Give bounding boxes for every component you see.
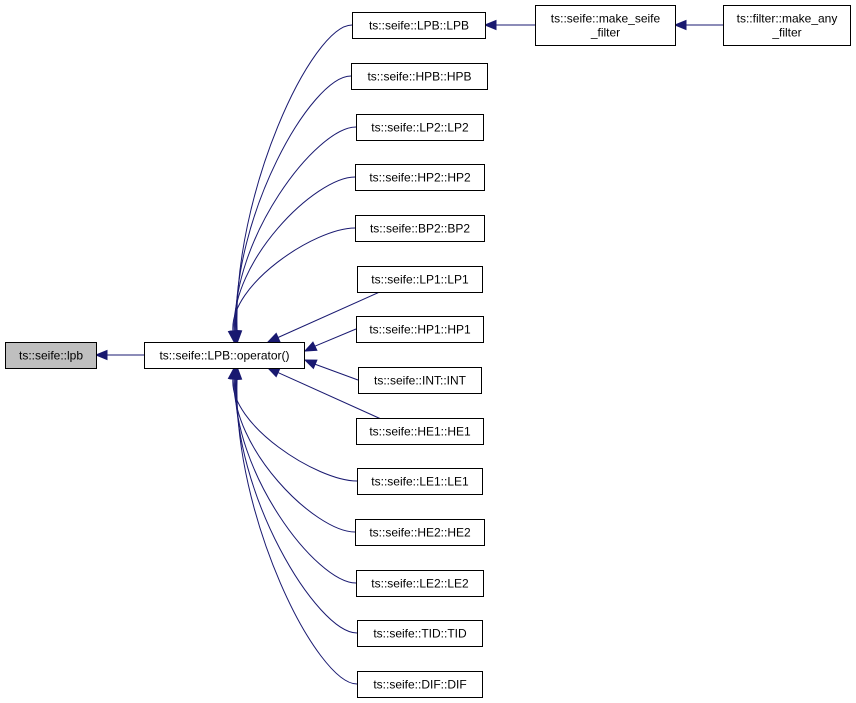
edge-hp2-to-lpb_op <box>228 176 356 344</box>
edge-arrowhead <box>303 359 318 370</box>
node-label: _filter <box>590 26 620 40</box>
node-label: ts::seife::LP1::LP1 <box>371 273 469 287</box>
node-box <box>357 266 483 293</box>
node-box <box>357 468 483 495</box>
node-label: ts::filter::make_any <box>737 12 838 26</box>
node-box <box>351 63 488 90</box>
node-make_any[interactable]: ts::filter::make_any_filter <box>723 5 851 46</box>
node-box <box>144 342 305 369</box>
node-he1[interactable]: ts::seife::HE1::HE1 <box>356 418 484 445</box>
node-label: _filter <box>771 26 801 40</box>
node-label: ts::seife::LPB::LPB <box>369 19 469 33</box>
node-lpb_op[interactable]: ts::seife::LPB::operator() <box>144 342 305 369</box>
edge-arrowhead <box>94 349 108 361</box>
node-box <box>355 519 485 546</box>
node-lpb[interactable]: ts::seife::lpb <box>5 342 97 369</box>
node-box <box>355 164 485 191</box>
edge-line <box>314 328 357 347</box>
edge-lp2-to-lpb_op <box>229 126 357 344</box>
edge-line <box>233 378 356 533</box>
node-hp2[interactable]: ts::seife::HP2::HP2 <box>355 164 485 191</box>
node-hpb[interactable]: ts::seife::HPB::HPB <box>351 63 488 90</box>
node-box <box>356 418 484 445</box>
edge-line <box>277 372 382 420</box>
node-le1[interactable]: ts::seife::LE1::LE1 <box>357 468 483 495</box>
edge-line <box>314 363 359 381</box>
edge-bp2-to-lpb_op <box>227 227 356 344</box>
edge-line <box>236 378 358 685</box>
node-label: ts::seife::make_seife <box>551 12 661 26</box>
edges-layer <box>94 19 723 685</box>
node-label: ts::seife::HP2::HP2 <box>369 171 471 185</box>
edge-line <box>234 378 357 584</box>
edge-hpb-to-lpb_op <box>230 75 352 344</box>
edge-dif-to-lpb_op <box>231 366 358 685</box>
node-box <box>5 342 97 369</box>
node-box <box>357 671 483 698</box>
node-lpb_ctor[interactable]: ts::seife::LPB::LPB <box>352 12 486 39</box>
edge-line <box>235 75 352 332</box>
node-label: ts::seife::LE2::LE2 <box>371 577 469 591</box>
node-box <box>356 114 484 141</box>
node-tid[interactable]: ts::seife::TID::TID <box>357 620 483 647</box>
edge-line <box>233 176 356 332</box>
node-box <box>356 570 484 597</box>
node-label: ts::seife::LPB::operator() <box>159 349 289 363</box>
node-box <box>723 5 851 46</box>
edge-lpb_op-to-lpb <box>94 349 144 361</box>
edge-le1-to-lpb_op <box>227 366 358 482</box>
node-box <box>356 316 484 343</box>
node-label: ts::seife::DIF::DIF <box>373 678 466 692</box>
edge-make_any-to-make_seife <box>673 19 723 31</box>
edge-arrowhead <box>483 19 497 31</box>
edge-make_seife-to-lpb_ctor <box>483 19 535 31</box>
nodes-layer: ts::seife::lpb ts::seife::LPB::operator()… <box>5 5 851 698</box>
edge-arrowhead <box>266 332 281 343</box>
edge-line <box>232 378 358 482</box>
node-bp2[interactable]: ts::seife::BP2::BP2 <box>355 215 485 242</box>
edge-lpb_ctor-to-lpb_op <box>231 24 353 344</box>
node-label: ts::seife::TID::TID <box>373 627 467 641</box>
edge-line <box>235 378 358 634</box>
edge-he2-to-lpb_op <box>228 366 356 533</box>
node-he2[interactable]: ts::seife::HE2::HE2 <box>355 519 485 546</box>
node-label: ts::seife::INT::INT <box>374 374 467 388</box>
edge-lp1-to-lpb_op <box>266 290 383 343</box>
node-lp1[interactable]: ts::seife::LP1::LP1 <box>357 266 483 293</box>
node-label: ts::seife::BP2::BP2 <box>370 222 470 236</box>
edge-int-to-lpb_op <box>303 359 359 381</box>
node-label: ts::seife::HP1::HP1 <box>369 323 471 337</box>
node-box <box>358 367 482 394</box>
node-le2[interactable]: ts::seife::LE2::LE2 <box>356 570 484 597</box>
node-label: ts::seife::HE2::HE2 <box>369 526 471 540</box>
node-label: ts::seife::LE1::LE1 <box>371 475 469 489</box>
node-label: ts::seife::lpb <box>19 349 83 363</box>
node-label: ts::seife::HE1::HE1 <box>369 425 471 439</box>
node-box <box>352 12 486 39</box>
node-hp1[interactable]: ts::seife::HP1::HP1 <box>356 316 484 343</box>
edge-line <box>232 227 356 332</box>
edge-hp1-to-lpb_op <box>303 328 357 352</box>
node-label: ts::seife::HPB::HPB <box>367 70 471 84</box>
edge-arrowhead <box>673 19 687 31</box>
node-box <box>535 5 676 46</box>
edge-arrowhead <box>303 341 318 352</box>
node-int[interactable]: ts::seife::INT::INT <box>358 367 482 394</box>
edge-line <box>236 24 353 332</box>
node-make_seife[interactable]: ts::seife::make_seife_filter <box>535 5 676 46</box>
node-label: ts::seife::LP2::LP2 <box>371 121 469 135</box>
edge-tid-to-lpb_op <box>230 366 358 634</box>
node-box <box>355 215 485 242</box>
node-lp2[interactable]: ts::seife::LP2::LP2 <box>356 114 484 141</box>
node-dif[interactable]: ts::seife::DIF::DIF <box>357 671 483 698</box>
edge-line <box>277 290 383 338</box>
edge-arrowhead <box>266 367 281 378</box>
edge-arrowhead <box>227 330 239 344</box>
edge-line <box>234 126 357 332</box>
edge-arrowhead <box>231 366 243 380</box>
node-box <box>357 620 483 647</box>
